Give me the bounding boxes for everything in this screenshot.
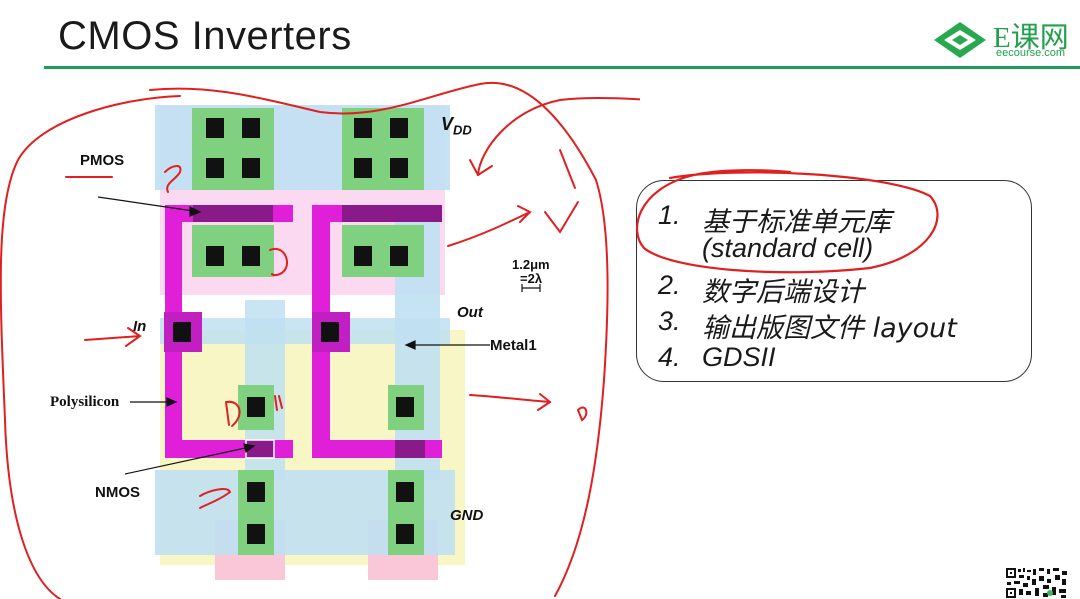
scale-label-1: 1.2μm <box>512 257 550 272</box>
step-1-subtext: (standard cell) <box>702 233 874 263</box>
vdd-main: V <box>441 114 454 134</box>
cmos-layout-diagram <box>0 81 640 599</box>
out-label: Out <box>457 304 483 321</box>
logo-diamond-icon <box>934 22 986 58</box>
slide-title: CMOS Inverters <box>58 14 352 58</box>
step-4-text: GDSII <box>702 342 776 372</box>
gnd-label: GND <box>450 507 484 524</box>
step-1-text: 基于标准单元库 <box>702 207 891 238</box>
step-2-text: 数字后端设计 <box>702 277 864 308</box>
metal1-label: Metal1 <box>490 337 537 354</box>
nmos-label: NMOS <box>95 484 140 501</box>
polysilicon-label: Polysilicon <box>50 394 120 410</box>
step-3-num: 3. <box>658 306 681 336</box>
qr-code-icon <box>1005 567 1069 599</box>
step-2-num: 2. <box>658 270 681 300</box>
vdd-sub: DD <box>453 122 472 138</box>
step1-highlight-annotation <box>635 169 939 274</box>
pmos-label: PMOS <box>80 152 125 169</box>
vdd-label: VDD <box>441 114 472 138</box>
logo-url: eecourse.com <box>996 47 1066 59</box>
step-4-num: 4. <box>658 342 681 372</box>
logo-text: E课网 <box>993 22 1069 54</box>
design-steps-box <box>636 180 1032 382</box>
title-underline <box>44 66 1080 69</box>
step-3-text: 输出版图文件 layout <box>702 313 957 344</box>
scale-label-2: =2λ <box>520 271 543 286</box>
in-label: In <box>133 318 147 335</box>
step-1-num: 1. <box>658 200 681 230</box>
